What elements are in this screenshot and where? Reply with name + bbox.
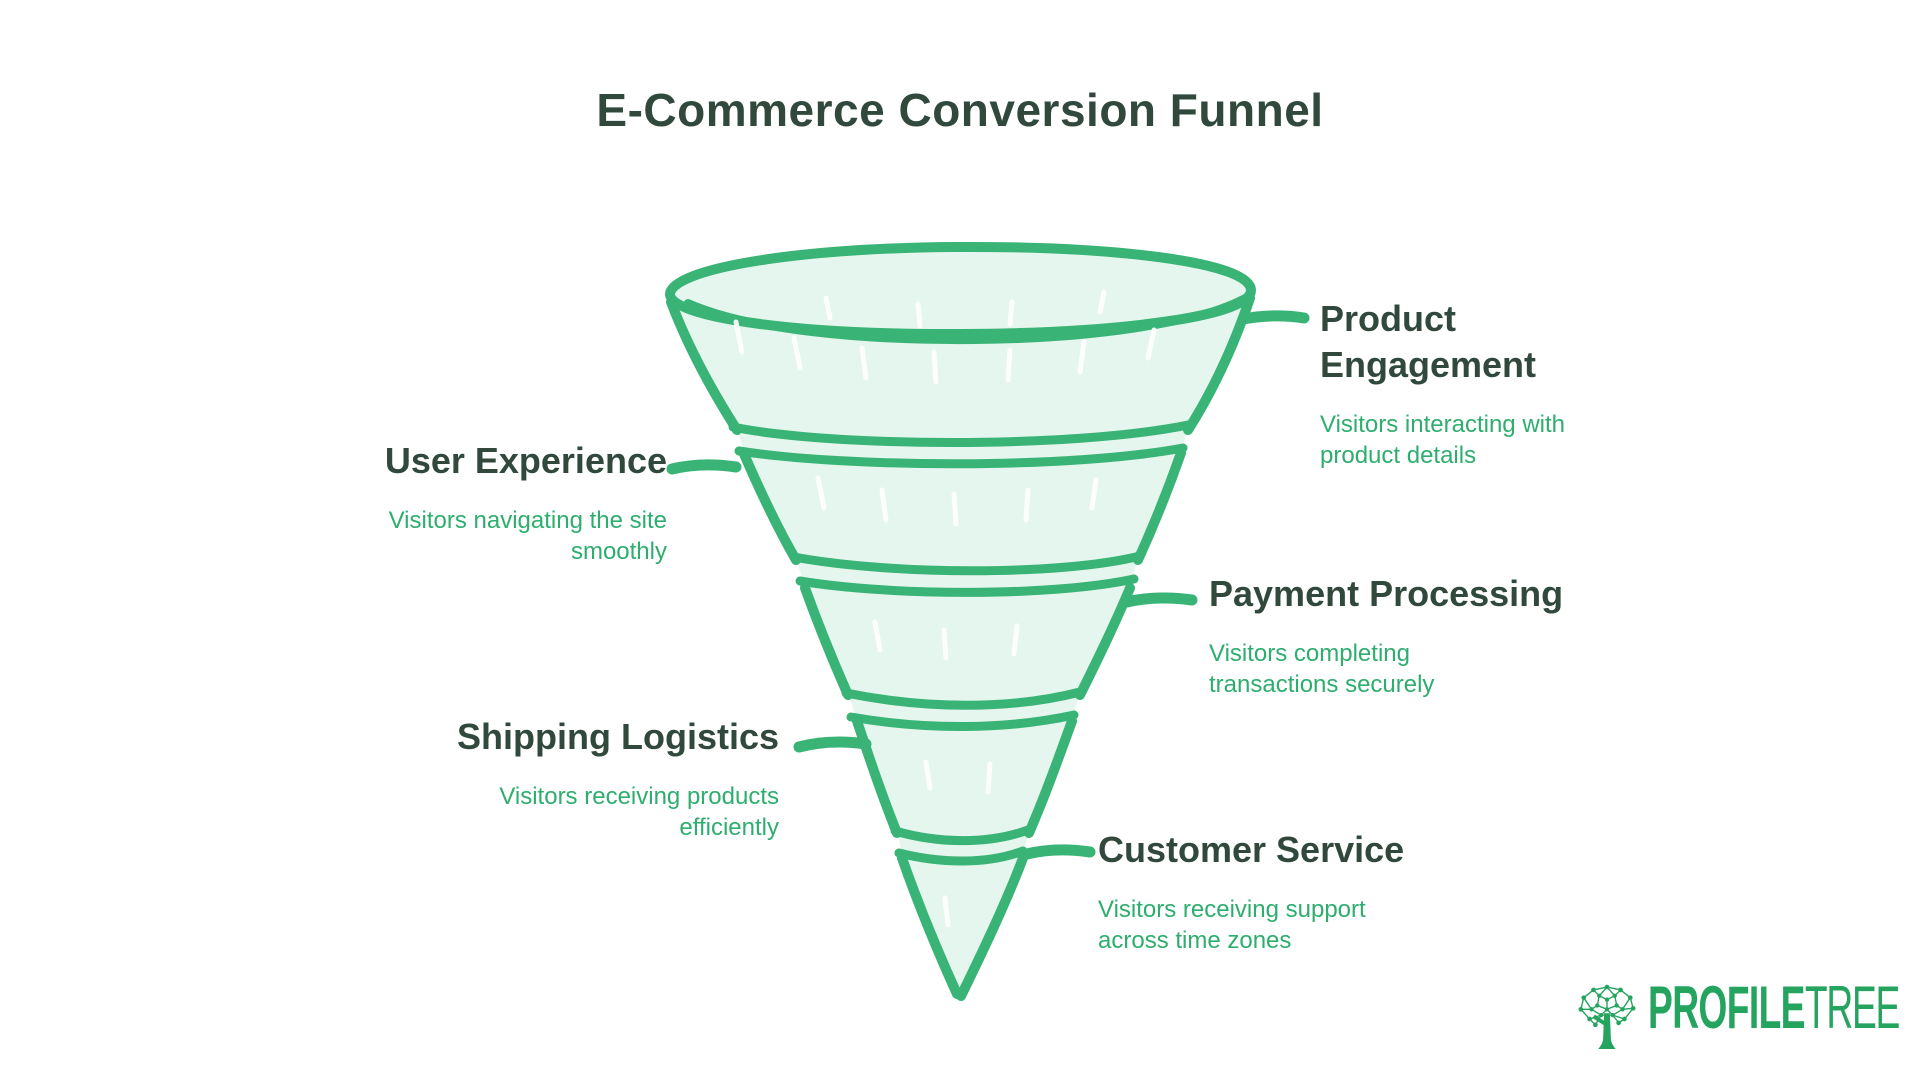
page-title: E-Commerce Conversion Funnel — [596, 84, 1324, 136]
connector-line-customer-service — [1021, 844, 1096, 860]
logo-text-profile: PROFILE — [1648, 974, 1805, 1041]
funnel-divider-4 — [894, 846, 1028, 866]
stage-label-customer-service: Customer Service Visitors receiving supp… — [1098, 827, 1538, 956]
stage-label-user-experience: User Experience Visitors navigating the … — [197, 438, 667, 567]
funnel-side-left — [800, 583, 853, 700]
funnel-divider-1 — [728, 420, 1193, 447]
connector-line-user-experience — [666, 459, 742, 475]
stage-name: Customer Service — [1098, 829, 1405, 870]
funnel-side-left — [666, 297, 742, 435]
funnel-divider-3 — [841, 687, 1085, 710]
funnel-top-rim-overdraw — [684, 295, 1247, 345]
funnel-side-left — [852, 716, 902, 838]
stage-description: Visitors navigating the site smoothly — [388, 507, 667, 565]
funnel-side-left — [897, 853, 962, 999]
funnel-divider-2 — [795, 574, 1139, 597]
connector-line-shipping-logistics — [793, 736, 872, 753]
sketch-highlights — [733, 289, 1157, 928]
funnel-side-right — [956, 853, 1028, 1001]
funnel-divider-3 — [846, 710, 1079, 731]
logo-text-tree: TREE — [1804, 974, 1900, 1041]
stage-label-shipping-logistics: Shipping Logistics Visitors receiving pr… — [309, 714, 779, 843]
profiletree-logo: PROFILETREE — [1576, 978, 1906, 1062]
funnel-side-right — [1133, 448, 1186, 565]
funnel-divider-2 — [789, 551, 1145, 576]
connector-line-product-engagement — [1237, 310, 1310, 325]
network-tree-icon — [1578, 984, 1636, 1050]
funnel-side-left — [739, 449, 801, 565]
funnel-divider-1 — [734, 443, 1188, 469]
connector-line-payment-processing — [1121, 592, 1198, 608]
stage-description: Visitors receiving support across time z… — [1098, 896, 1366, 954]
stage-name: Shipping Logistics — [457, 716, 779, 757]
stage-name: Payment Processing — [1209, 573, 1564, 614]
funnel-side-right — [1024, 716, 1077, 838]
logo-wordmark: PROFILETREE — [1648, 978, 1900, 1038]
funnel-divider-4 — [890, 825, 1033, 846]
stage-description: Visitors completing transactions securel… — [1209, 640, 1435, 698]
stage-name: Product Engagement — [1320, 298, 1537, 385]
stage-description: Visitors interacting with product detail… — [1320, 411, 1565, 469]
funnel-outline — [665, 241, 1310, 1001]
stage-description: Visitors receiving products efficiently — [499, 783, 779, 841]
stage-label-payment-processing: Payment Processing Visitors completing t… — [1209, 571, 1649, 700]
stage-label-product-engagement: Product Engagement Visitors interacting … — [1320, 296, 1760, 471]
stage-name: User Experience — [384, 440, 667, 481]
